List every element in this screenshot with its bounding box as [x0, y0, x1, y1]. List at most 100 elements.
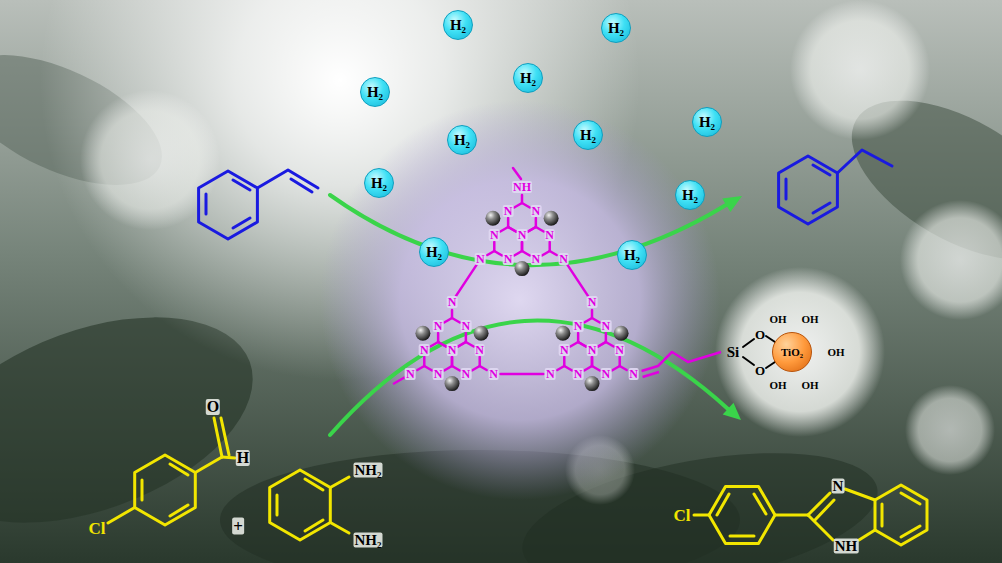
node-label: H₂: [450, 18, 466, 33]
bond-line: [606, 342, 614, 347]
bond-line: [620, 366, 627, 370]
metal-nanoparticle: [485, 211, 500, 226]
phenylenediamine-structure: [305, 520, 323, 531]
bond-line: [451, 357, 454, 366]
bond-line: [508, 227, 516, 232]
gas-molecule-circle: H₂: [364, 168, 394, 198]
bokeh-light: [905, 385, 995, 475]
styrene-structure: [199, 170, 318, 239]
bond-line: [417, 366, 424, 370]
silane-linker: [766, 362, 775, 368]
nitrogen-atom: N: [475, 253, 486, 265]
bond-line: [438, 342, 446, 347]
bond-line: [584, 318, 592, 323]
metal-nanoparticle: [614, 326, 629, 341]
benzimidazole-structure: [881, 504, 884, 526]
bond-line: [528, 227, 536, 232]
nitrogen-atom: N: [488, 368, 499, 380]
element-symbol: Si: [726, 345, 741, 360]
bond-line: [514, 203, 522, 208]
bond-line: [452, 318, 460, 323]
bond-line: [550, 251, 557, 255]
bond-line: [521, 242, 524, 251]
hydroxyl-label: OH: [800, 314, 819, 325]
bokeh-light: [900, 200, 1002, 320]
gas-molecule-circle: H₂: [675, 180, 705, 210]
bond-line: [456, 265, 477, 296]
bond-line: [466, 342, 474, 347]
benzimidazole-structure: [709, 486, 775, 543]
nitrogen-atom: N: [489, 229, 500, 241]
phenylenediamine-structure: [305, 479, 323, 490]
bond-line: [507, 218, 510, 227]
nitrogen-atom: N: [447, 344, 458, 356]
bond-line: [472, 366, 480, 371]
benzimidazole-structure: [875, 485, 927, 545]
bokeh-light: [715, 267, 885, 437]
amine-label: NH₂: [354, 463, 383, 478]
reaction-arrow: [330, 321, 728, 435]
element-symbol: N: [832, 479, 845, 494]
benzimidazole-structure: [901, 526, 920, 537]
nitrogen-atom: N: [531, 253, 542, 265]
nitrogen-atom: N: [461, 368, 472, 380]
chlorobenzaldehyde-structure: [108, 418, 235, 525]
bond-line: [394, 378, 404, 384]
gas-molecule-circle: H₂: [419, 237, 449, 267]
bond-line: [494, 251, 502, 256]
reaction-arrow: [330, 195, 728, 435]
styrene-structure: [233, 180, 250, 190]
nitrogen-atom: N: [558, 253, 569, 265]
bond-line: [487, 251, 494, 255]
bond-line: [513, 168, 521, 179]
nitrogen-atom: N: [419, 344, 430, 356]
bond-line: [458, 342, 466, 347]
bond-line: [536, 227, 544, 232]
bond-line: [508, 227, 516, 232]
element-symbol: O: [754, 364, 766, 377]
nitrogen-atom: N: [405, 368, 416, 380]
benzimidazole-structure: [901, 493, 920, 504]
chlorobenzaldehyde-structure: [222, 457, 235, 458]
metal-nanoparticle: [445, 376, 460, 391]
bond-line: [563, 357, 566, 366]
bond-line: [500, 227, 508, 232]
styrene-structure: [199, 171, 258, 239]
hydroxyl-label: OH: [768, 314, 787, 325]
gas-molecule-circle: H₂: [573, 120, 603, 150]
chlorobenzaldehyde-structure: [170, 464, 188, 475]
bokeh-light: [320, 100, 720, 500]
ethylbenzene-structure: [785, 179, 788, 199]
bond-line: [437, 333, 440, 342]
element-symbol: H: [236, 450, 250, 466]
bond-line: [438, 342, 446, 347]
bond-line: [501, 373, 544, 376]
metal-nanoparticle: [515, 261, 530, 276]
node-label: H₂: [520, 71, 536, 86]
hydroxyl-label: OH: [800, 380, 819, 391]
nitrogen-atom: N: [447, 296, 458, 308]
phenylenediamine-structure: [276, 495, 279, 515]
styrene-structure: [291, 179, 312, 192]
bond-line: [557, 366, 564, 370]
nitrogen-atom: N: [545, 368, 556, 380]
arrow-head: [722, 196, 742, 212]
node-label: H₂: [699, 115, 715, 130]
silane-linker: [743, 357, 754, 365]
phenylenediamine-structure: [330, 477, 349, 488]
nitrogen-atom: N: [544, 229, 555, 241]
node-label: H₂: [367, 85, 383, 100]
nitrogen-atom: N: [559, 344, 570, 356]
chlorobenzaldehyde-structure: [141, 480, 144, 500]
bond-line: [598, 342, 606, 347]
gas-molecule-circle: H₂: [443, 10, 473, 40]
bond-line: [444, 366, 452, 371]
nitrogen-atom: N: [628, 368, 639, 380]
arrow-head: [723, 403, 741, 420]
nanoparticle-circle: TiO₂: [772, 332, 812, 372]
node-label: H₂: [682, 188, 698, 203]
bond-line: [521, 195, 524, 203]
bokeh-light: [790, 0, 930, 140]
benzimidazole-structure: [808, 515, 833, 540]
